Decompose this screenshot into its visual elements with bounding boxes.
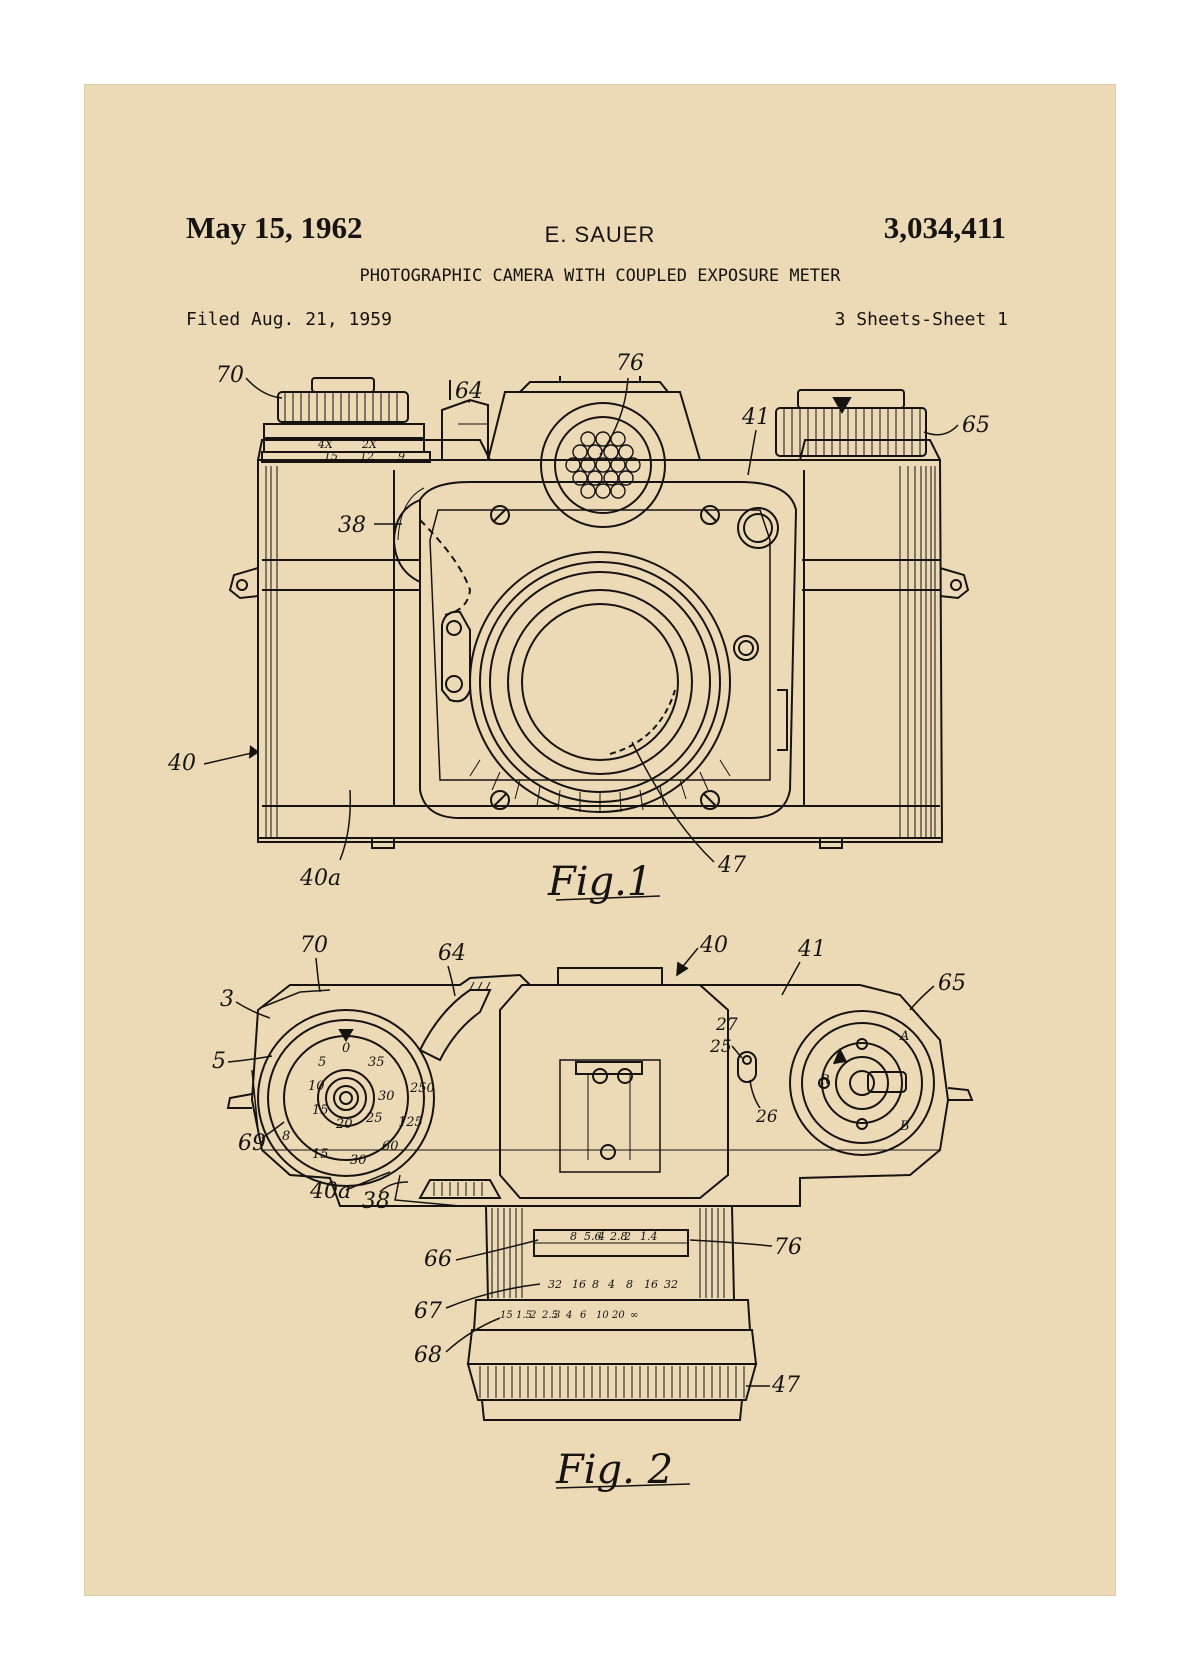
lens-scale-top-mark-4: 5.6 bbox=[584, 1230, 602, 1243]
meter-honeycomb bbox=[565, 431, 641, 499]
callout-41: 41 bbox=[741, 405, 770, 430]
fig2-dial-mark-2: 10 bbox=[308, 1079, 325, 1094]
callout-67: 67 bbox=[414, 1299, 442, 1324]
callout-47b: 47 bbox=[771, 1373, 800, 1398]
lens-scale-bottom-mark-7: 10 bbox=[596, 1310, 609, 1321]
lens-scale-bottom-mark-6: 6 bbox=[580, 1310, 587, 1321]
callout-40a: 40a bbox=[299, 866, 341, 891]
callout-38: 38 bbox=[338, 513, 366, 538]
callout-40: 40 bbox=[167, 751, 196, 776]
fig2-dial-mark-0: 0 bbox=[342, 1041, 350, 1056]
lens-scale-mid-mark-0: 32 bbox=[548, 1278, 562, 1291]
callout-70b: 70 bbox=[300, 933, 328, 958]
fig1-dial-mark-0: 4X bbox=[317, 438, 334, 451]
callout-25: 25 bbox=[709, 1037, 732, 1057]
lens-scale-top-mark-1: 2 bbox=[623, 1230, 631, 1243]
callout-65b: 65 bbox=[938, 971, 966, 996]
lens-scale-top-mark-5: 8 bbox=[570, 1230, 577, 1243]
patent-number: 3,034,411 bbox=[883, 210, 1006, 245]
sheet-count: 3 Sheets-Sheet 1 bbox=[834, 309, 1008, 330]
fig2-dial-mark-11: 60 bbox=[382, 1139, 399, 1154]
callout-66: 66 bbox=[424, 1247, 452, 1272]
lens-scale-top: 1.4 2 2.8 4 5.6 8 bbox=[570, 1230, 658, 1243]
lens-scale-top-mark-0: 1.4 bbox=[640, 1230, 658, 1243]
filing-date: Filed Aug. 21, 1959 bbox=[186, 309, 392, 330]
fig2-dial-mark-9: 15 bbox=[312, 1147, 329, 1162]
callout-5: 5 bbox=[212, 1049, 226, 1074]
patent-title: PHOTOGRAPHIC CAMERA WITH COUPLED EXPOSUR… bbox=[359, 266, 841, 286]
fig1-dial-mark-4: 9 bbox=[398, 450, 405, 463]
callout-27: 27 bbox=[715, 1015, 738, 1035]
fig2-dial-marks: 0 5 10 15 20 25 30 35 8 15 30 60 125 250… bbox=[282, 1029, 910, 1168]
callout-47: 47 bbox=[717, 853, 746, 878]
callout-40a-b: 40a bbox=[309, 1179, 351, 1204]
fig2-dial-mark-5: 25 bbox=[365, 1111, 383, 1126]
patent-sheet bbox=[84, 84, 1116, 1596]
callout-76: 76 bbox=[616, 351, 644, 376]
lens-scale-mid-mark-4: 8 bbox=[626, 1278, 633, 1291]
fig1-dial-mark-1: 2X bbox=[361, 438, 378, 451]
fig2-dial-mark-4: 20 bbox=[335, 1117, 353, 1132]
lens-scale-bottom-mark-1: 1.5 bbox=[516, 1310, 532, 1321]
lens-scale-mid-mark-3: 4 bbox=[607, 1278, 615, 1291]
callout-76b: 76 bbox=[774, 1235, 802, 1260]
fig1-callouts: 70 64 76 41 65 38 40 40a 47 bbox=[167, 351, 990, 891]
fig2-dial-mark-13: 250 bbox=[409, 1081, 435, 1096]
lens-scale-mid-mark-6: 32 bbox=[664, 1278, 678, 1291]
lens-scale-bottom-mark-3: 2.5 bbox=[541, 1310, 558, 1321]
callout-65: 65 bbox=[962, 413, 990, 438]
callout-64b: 64 bbox=[438, 941, 466, 966]
fig2-dial-mark-7: 35 bbox=[368, 1055, 385, 1070]
callout-64: 64 bbox=[455, 379, 483, 404]
fig1-dial-marks: 4X 2X 15 12 9 bbox=[317, 438, 405, 463]
inventor-name: E. SAUER bbox=[544, 222, 656, 247]
fig2-dial-mark-6: 30 bbox=[378, 1089, 395, 1104]
fig2-dial-mark-16: R bbox=[819, 1073, 830, 1088]
callout-41b: 41 bbox=[797, 937, 826, 962]
fig2-dial-mark-8: 8 bbox=[282, 1129, 290, 1144]
fig2-dial-mark-15: B bbox=[899, 1119, 910, 1134]
fig1-dial-mark-2: 15 bbox=[324, 450, 338, 463]
fig2-dial-mark-12: 125 bbox=[398, 1115, 423, 1130]
lens-scale-bottom-mark-4: 3 bbox=[554, 1310, 560, 1321]
lens-scale-bottom-mark-2: 2 bbox=[529, 1310, 536, 1321]
fig2-dial-mark-1: 5 bbox=[318, 1055, 326, 1070]
callout-69: 69 bbox=[238, 1131, 266, 1156]
lens-scale-mid-mark-1: 16 bbox=[572, 1278, 586, 1291]
callout-68: 68 bbox=[414, 1343, 442, 1368]
figure-1-front-view bbox=[228, 376, 970, 849]
lens-scale-top-mark-3: 4 bbox=[597, 1230, 605, 1243]
lens-scale-bottom-mark-0: 15 bbox=[500, 1310, 513, 1321]
callout-26: 26 bbox=[755, 1107, 778, 1127]
callout-38b: 38 bbox=[362, 1189, 390, 1214]
lens-scale-mid-mark-5: 16 bbox=[644, 1278, 658, 1291]
fig2-dial-mark-10: 30 bbox=[350, 1153, 367, 1168]
fig2-dial-mark-3: 15 bbox=[312, 1103, 329, 1118]
fig2-dial-mark-14: A bbox=[899, 1029, 909, 1044]
lens-scale-mid-mark-2: 8 bbox=[592, 1278, 599, 1291]
lens-scale-top-mark-2: 2.8 bbox=[609, 1230, 628, 1243]
lens-scale-bottom-mark-5: 4 bbox=[565, 1310, 572, 1321]
fig1-dial-mark-3: 12 bbox=[360, 450, 374, 463]
callout-3: 3 bbox=[220, 987, 234, 1012]
lens-scale-bottom-mark-9: ∞ bbox=[630, 1310, 638, 1321]
lens-scale-bottom-mark-8: 20 bbox=[611, 1310, 625, 1321]
callout-40b: 40 bbox=[699, 933, 728, 958]
fig2-callouts: 70 64 40 41 65 3 5 27 25 26 69 40a 38 66… bbox=[212, 933, 966, 1398]
figure-2-top-view bbox=[226, 967, 974, 1421]
patent-date: May 15, 1962 bbox=[186, 210, 363, 245]
callout-70: 70 bbox=[216, 363, 244, 388]
